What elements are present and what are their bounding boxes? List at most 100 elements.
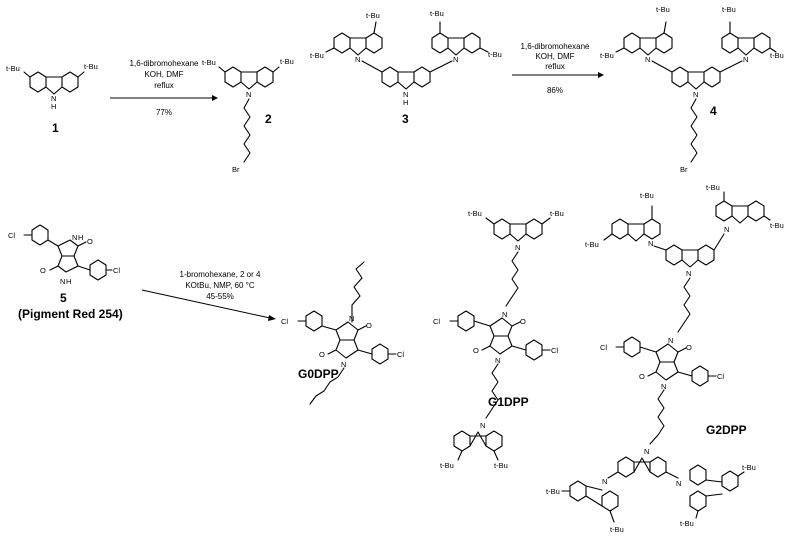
chlorine-label: Cl xyxy=(717,372,724,381)
chlorine-label: Cl xyxy=(281,317,288,326)
oxygen-label: O xyxy=(40,266,46,275)
g2dpp-structure: N N t-Bu t-Bu N t-Bu t-Bu Cl N O O N xyxy=(546,183,784,534)
tbu-label: t-Bu xyxy=(440,461,454,470)
nitrogen-label: N xyxy=(693,90,698,99)
compound-3-label: 3 xyxy=(402,112,409,126)
tbu-label: t-Bu xyxy=(770,51,784,60)
hydrogen-label: H xyxy=(66,277,71,286)
tbu-label: t-Bu xyxy=(706,183,720,192)
chlorine-label: Cl xyxy=(433,317,440,326)
chlorine-label: Cl xyxy=(397,350,404,359)
tbu-label: t-Bu xyxy=(366,11,380,20)
oxygen-label: O xyxy=(639,372,645,381)
tbu-label: t-Bu xyxy=(585,240,599,249)
compound-4-label: 4 xyxy=(710,104,717,118)
oxygen-label: O xyxy=(87,237,93,246)
reagent-line: reflux xyxy=(545,62,565,71)
reaction-arrow-3: 1-bromohexane, 2 or 4 KOtBu, NMP, 60 °C … xyxy=(141,270,276,321)
oxygen-label: O xyxy=(319,350,325,359)
chlorine-label: Cl xyxy=(600,343,607,352)
nitrogen-label: N xyxy=(495,356,500,365)
nitrogen-label: N xyxy=(661,382,666,391)
nitrogen-label: N xyxy=(51,94,56,103)
reagent-line: reflux xyxy=(154,81,174,90)
nitrogen-label: N xyxy=(676,479,681,488)
chlorine-label: Cl xyxy=(551,346,558,355)
nitrogen-label: N xyxy=(743,55,748,64)
tbu-label: t-Bu xyxy=(656,5,670,14)
compound-5-structure: Cl N H O O N H Cl 5 (Pigment Red 254) xyxy=(8,224,123,321)
reaction-arrow-1: 1,6-dibromohexane KOH, DMF reflux 77% xyxy=(110,59,218,117)
nitrogen-label: N xyxy=(502,310,507,319)
nitrogen-label: N xyxy=(341,360,346,369)
nitrogen-label: N xyxy=(686,269,691,278)
nitrogen-label: N xyxy=(602,477,607,486)
tbu-label: t-Bu xyxy=(550,209,564,218)
nitrogen-label: N xyxy=(246,90,251,99)
nitrogen-label: N xyxy=(403,90,408,99)
yield-label: 86% xyxy=(547,86,563,95)
nitrogen-label: N xyxy=(355,55,360,64)
oxygen-label: O xyxy=(366,321,372,330)
nitrogen-label: N xyxy=(648,239,653,248)
nitrogen-label: N xyxy=(644,447,649,456)
oxygen-label: O xyxy=(520,317,526,326)
nitrogen-label: N xyxy=(480,421,485,430)
compound-1-label: 1 xyxy=(52,121,59,135)
tbu-label: t-Bu xyxy=(6,64,20,73)
yield-label: 77% xyxy=(156,108,172,117)
nh-label: N xyxy=(60,277,65,286)
yield-label: 45-55% xyxy=(206,292,234,301)
nitrogen-label: N xyxy=(453,55,458,64)
tbu-label: t-Bu xyxy=(310,51,324,60)
pigment-name: (Pigment Red 254) xyxy=(18,307,123,321)
reagent-line: 1-bromohexane, 2 or 4 xyxy=(180,270,261,279)
tbu-label: t-Bu xyxy=(610,525,624,534)
nitrogen-label: N xyxy=(724,225,729,234)
nitrogen-label: N xyxy=(645,55,650,64)
reagent-line: KOH, DMF xyxy=(535,52,574,61)
tbu-label: t-Bu xyxy=(546,487,560,496)
tbu-label: t-Bu xyxy=(468,209,482,218)
tbu-label: t-Bu xyxy=(640,191,654,200)
tbu-label: t-Bu xyxy=(430,9,444,18)
g0dpp-structure: Cl N O O N Cl G0DPP xyxy=(281,261,404,405)
reagent-line: KOtBu, NMP, 60 °C xyxy=(185,281,255,290)
tbu-label: t-Bu xyxy=(600,51,614,60)
reagent-line: 1,6-dibromohexane xyxy=(130,59,199,68)
chlorine-label: Cl xyxy=(113,266,120,275)
compound-2-structure: t-Bu t-Bu N Br 2 xyxy=(202,57,294,174)
g0dpp-label: G0DPP xyxy=(298,367,339,381)
tbu-label: t-Bu xyxy=(488,50,502,59)
compound-5-label: 5 xyxy=(60,291,67,305)
reagent-line: 1,6-dibromohexane xyxy=(521,42,590,51)
nitrogen-label: N xyxy=(515,243,520,252)
nitrogen-label: N xyxy=(349,314,354,323)
tbu-label: t-Bu xyxy=(680,519,694,528)
compound-4-structure: N Br N t-Bu t-Bu N t-Bu t-Bu 4 xyxy=(600,5,784,174)
g1dpp-label: G1DPP xyxy=(488,395,529,409)
hydrogen-label: H xyxy=(51,102,56,111)
reagent-line: KOH, DMF xyxy=(144,70,183,79)
nitrogen-label: N xyxy=(668,336,673,345)
oxygen-label: O xyxy=(686,343,692,352)
nh-label: N xyxy=(72,233,77,242)
hydrogen-label: H xyxy=(403,98,408,107)
tbu-label: t-Bu xyxy=(84,62,98,71)
tbu-label: t-Bu xyxy=(770,221,784,230)
compound-2-label: 2 xyxy=(265,112,272,126)
chlorine-label: Cl xyxy=(8,231,15,240)
reaction-arrow-2: 1,6-dibromohexane KOH, DMF reflux 86% xyxy=(512,42,604,95)
tbu-label: t-Bu xyxy=(742,463,756,472)
compound-1-structure: t-Bu t-Bu N H 1 xyxy=(6,62,98,135)
compound-3-structure: N H N t-Bu t-Bu N t-Bu t-Bu 3 xyxy=(310,9,502,126)
tbu-label: t-Bu xyxy=(722,5,736,14)
bromine-label: Br xyxy=(232,165,240,174)
tbu-label: t-Bu xyxy=(280,57,294,66)
hydrogen-label: H xyxy=(78,233,83,242)
oxygen-label: O xyxy=(473,346,479,355)
bromine-label: Br xyxy=(680,165,688,174)
tbu-label: t-Bu xyxy=(202,58,216,67)
g1dpp-structure: t-Bu t-Bu N Cl N O O N Cl N t-Bu t-Bu G1… xyxy=(433,209,564,470)
